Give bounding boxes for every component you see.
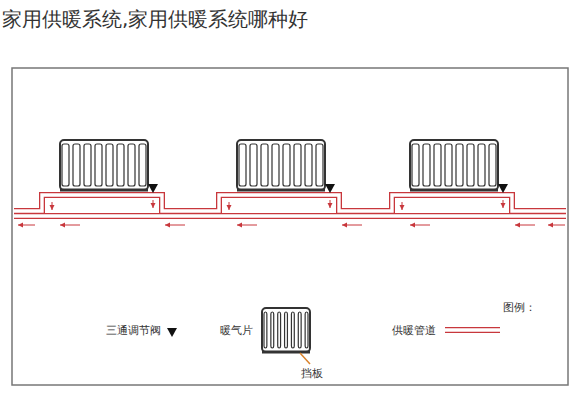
radiator — [237, 140, 325, 190]
valve — [167, 328, 177, 337]
legend-text: 供暖管道 — [391, 323, 437, 338]
arrow-head — [501, 203, 506, 208]
arrow-head — [18, 223, 23, 228]
arrow-head — [151, 203, 156, 208]
arrow-head — [400, 205, 405, 210]
valve — [148, 184, 158, 193]
arrow-head — [50, 205, 55, 210]
legend-text: 暖气片 — [219, 323, 254, 338]
arrow-head — [237, 223, 242, 228]
pipe-inner — [14, 195, 566, 211]
legend-pipe — [445, 327, 500, 333]
leader-line — [300, 353, 310, 364]
arrow-head — [328, 203, 333, 208]
arrow-head — [410, 223, 415, 228]
radiator — [410, 140, 498, 190]
valve — [325, 184, 335, 193]
arrow-head — [548, 223, 553, 228]
arrow-head — [165, 223, 170, 228]
frame — [12, 68, 568, 385]
legend-text: 三通调节阀 — [105, 323, 162, 338]
legend-heading: 图例： — [502, 300, 537, 315]
pipe — [14, 213, 566, 219]
part-label: 挡板 — [300, 366, 324, 381]
arrow-head — [342, 223, 347, 228]
arrow-head — [227, 205, 232, 210]
pipe-inner — [14, 214, 566, 217]
radiator — [262, 308, 310, 352]
pipe — [14, 195, 566, 211]
title: 家用供暖系统,家用供暖系统哪种好 — [2, 6, 308, 33]
radiator — [60, 140, 148, 190]
legend-pipe-inner — [445, 328, 500, 331]
arrow-head — [515, 223, 520, 228]
arrow-head — [60, 223, 65, 228]
valve — [498, 184, 508, 193]
